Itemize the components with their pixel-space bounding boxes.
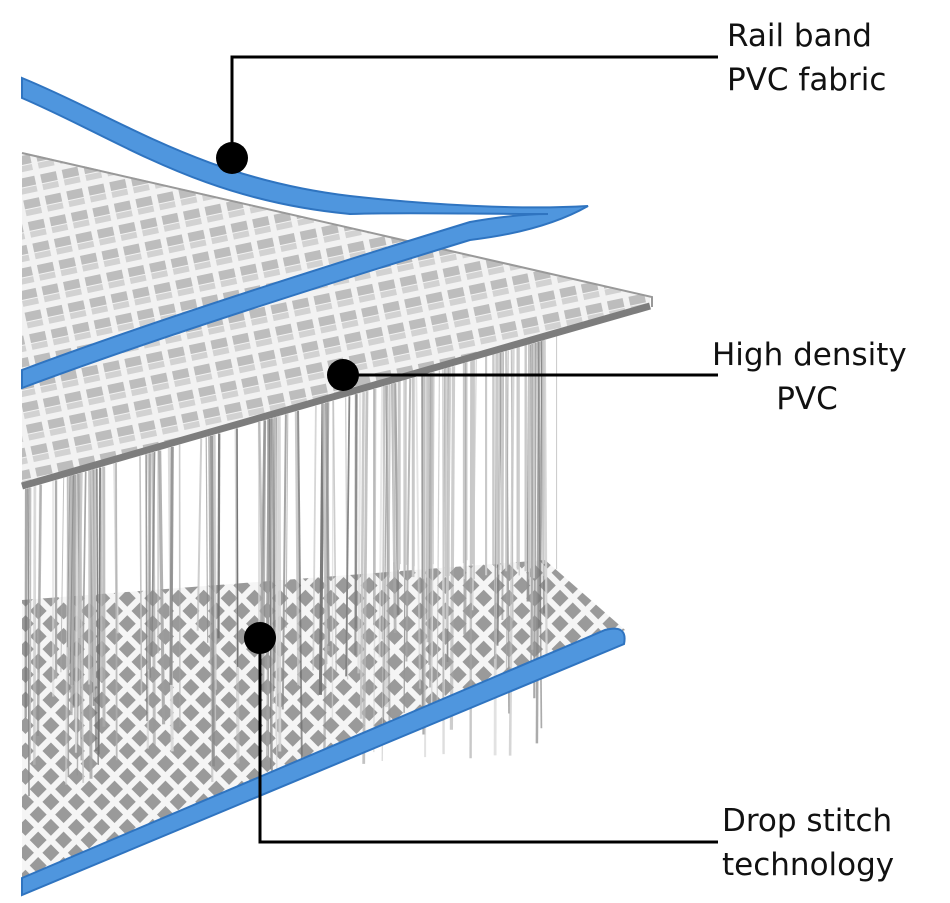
fiber-strand — [354, 394, 357, 656]
fiber-strand — [275, 416, 280, 737]
fiber-strand — [205, 437, 209, 643]
fiber-strand — [281, 414, 287, 710]
fiber-strand — [429, 372, 434, 688]
fiber-strand — [81, 471, 87, 688]
fiber-strand — [150, 451, 156, 657]
fiber-strand — [285, 413, 289, 629]
fiber-strand — [158, 450, 166, 725]
fiber-strand — [332, 400, 337, 671]
fiber-strand — [312, 405, 317, 671]
fiber-strand — [145, 454, 148, 722]
fiber-strand — [345, 396, 351, 677]
top-rail-band — [21, 76, 589, 390]
callout-dot — [327, 359, 359, 391]
fiber-strand — [258, 421, 265, 634]
fiber-strand — [393, 383, 400, 615]
fiber-strand — [33, 486, 37, 669]
label-high-density-line2: PVC — [776, 381, 838, 417]
fiber-strand — [96, 468, 99, 765]
fiber-strand — [169, 446, 174, 685]
fiber-strand — [60, 477, 65, 673]
fiber-strand — [148, 453, 152, 670]
fiber-strand — [87, 470, 91, 685]
fiber-strand — [373, 388, 377, 753]
fiber-strand — [378, 386, 384, 658]
fiber-strand — [362, 391, 369, 764]
fiber-strand — [441, 369, 445, 653]
top-mesh-layer — [21, 152, 653, 490]
callout-drop-stitch — [244, 622, 718, 844]
fiber-strand — [463, 362, 468, 635]
fiber-strand — [210, 435, 215, 767]
fiber-strand — [405, 378, 412, 662]
bottom-rail-band — [21, 627, 626, 897]
fiber-strand — [381, 385, 386, 762]
fiber-strand — [535, 341, 541, 744]
fiber-strand — [426, 373, 431, 643]
fiber-strand — [277, 416, 282, 752]
fiber-strand — [67, 475, 73, 670]
fiber-strand — [533, 342, 537, 699]
fiber-strand — [74, 474, 77, 731]
fiber-strand — [322, 403, 328, 665]
fiber-strand — [324, 402, 331, 647]
label-rail-band-line1: Rail band — [727, 18, 872, 54]
fiber-strand — [318, 403, 325, 695]
fiber-strand — [385, 385, 391, 728]
callout-dot — [216, 142, 248, 174]
fiber-strand — [272, 417, 276, 692]
fiber-strand — [74, 473, 80, 753]
fiber-strand — [415, 376, 421, 689]
fiber-strand — [77, 472, 83, 639]
fiber-strand — [543, 340, 548, 659]
fiber-strand — [436, 370, 440, 720]
callout-rail-band — [216, 55, 718, 174]
fiber-strand — [357, 393, 362, 674]
fiber-strand — [70, 474, 77, 716]
fiber-strand — [69, 475, 75, 693]
fiber-strand — [265, 419, 271, 658]
label-drop-stitch: Drop stitch technology — [722, 799, 894, 887]
label-high-density: High density PVC — [712, 333, 907, 421]
label-drop-stitch-line2: technology — [722, 847, 895, 883]
fiber-strand — [428, 372, 432, 665]
fiber-strand — [212, 434, 217, 731]
label-rail-band-line2: PVC fabric — [727, 62, 887, 98]
fiber-strand — [294, 411, 300, 686]
fiber-strand — [236, 428, 239, 667]
callout-high-density — [327, 359, 718, 391]
label-rail-band: Rail band PVC fabric — [727, 14, 886, 102]
fiber-strand — [331, 400, 334, 719]
drop-stitch-fibers — [24, 326, 558, 797]
label-drop-stitch-line1: Drop stitch — [722, 803, 893, 839]
fiber-strand — [196, 438, 203, 631]
fiber-strand — [115, 462, 118, 761]
fiber-strand — [538, 340, 544, 629]
fiber-strand — [449, 366, 456, 730]
fiber-strand — [269, 418, 272, 770]
fiber-strand — [508, 349, 515, 756]
fiber-strand — [139, 456, 143, 694]
fiber-strand — [359, 392, 365, 719]
fiber-strand — [66, 476, 71, 648]
bottom-mesh-layer — [22, 560, 625, 880]
fiber-strand — [505, 350, 509, 688]
fiber-strand — [297, 410, 303, 764]
fiber-strand — [36, 484, 43, 737]
fiber-strand — [214, 434, 217, 690]
fiber-strand — [27, 488, 30, 797]
callout-dot — [244, 622, 276, 654]
fiber-strand — [98, 467, 101, 755]
label-high-density-line1: High density — [712, 337, 907, 373]
fiber-strand — [217, 433, 221, 639]
